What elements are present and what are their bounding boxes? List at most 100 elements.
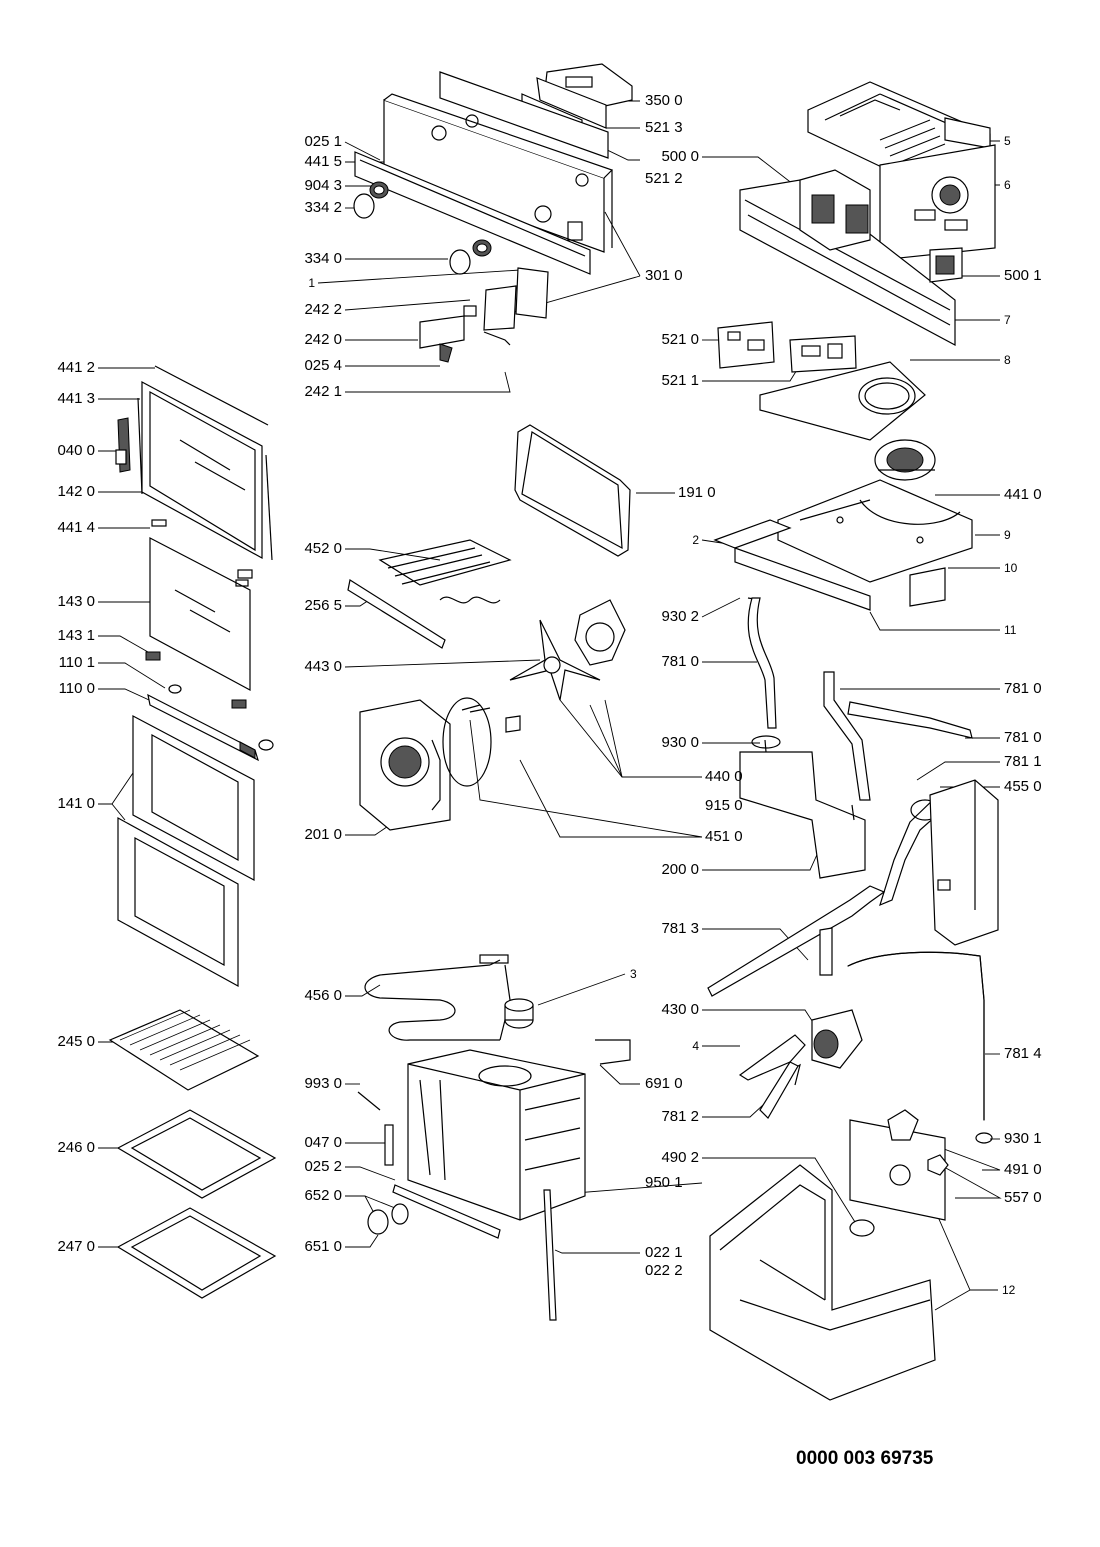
- label-5: 5: [1004, 134, 1011, 148]
- label-142-0: 142 0: [57, 483, 95, 500]
- grill-heater: [364, 954, 511, 1041]
- control-panel-front: [354, 71, 614, 275]
- label-256-5: 256 5: [304, 597, 342, 614]
- label-3: 3: [630, 967, 637, 981]
- label-8: 8: [1004, 353, 1011, 367]
- switch-block: [419, 267, 549, 363]
- label-781-0-a: 781 0: [661, 653, 699, 670]
- label-930-0: 930 0: [661, 734, 699, 751]
- label-557-0: 557 0: [1004, 1189, 1042, 1206]
- label-904-3: 904 3: [304, 177, 342, 194]
- label-246-0: 246 0: [57, 1139, 95, 1156]
- label-651-0: 651 0: [304, 1238, 342, 1255]
- convection-fan: [505, 599, 626, 733]
- label-143-0: 143 0: [57, 593, 95, 610]
- label-781-0-b: 781 0: [1004, 680, 1042, 697]
- label-022-1: 022 1: [645, 1244, 683, 1261]
- label-521-0: 521 0: [661, 331, 699, 348]
- label-500-0: 500 0: [661, 148, 699, 165]
- container-455-0: [929, 779, 999, 946]
- wire-rack: [108, 1009, 260, 1091]
- label-441-3: 441 3: [57, 390, 95, 407]
- fan-motor-cover: [504, 998, 534, 1029]
- label-2: 2: [692, 533, 699, 547]
- cooling-fan: [874, 439, 936, 481]
- label-242-1: 242 1: [304, 383, 342, 400]
- label-247-0: 247 0: [57, 1238, 95, 1255]
- label-025-2: 025 2: [304, 1158, 342, 1175]
- circular-heater: [442, 697, 492, 787]
- label-521-1: 521 1: [661, 372, 699, 389]
- label-781-3: 781 3: [661, 920, 699, 937]
- label-350-0: 350 0: [645, 92, 683, 109]
- label-930-1: 930 1: [1004, 1130, 1042, 1147]
- document-number: 0000 003 69735: [796, 1448, 934, 1469]
- label-500-1: 500 1: [1004, 267, 1042, 284]
- label-455-0: 455 0: [1004, 778, 1042, 795]
- label-022-2: 022 2: [645, 1262, 683, 1279]
- label-334-0: 334 0: [304, 250, 342, 267]
- label-301-0: 301 0: [645, 267, 683, 284]
- label-242-0: 242 0: [304, 331, 342, 348]
- label-781-4: 781 4: [1004, 1045, 1042, 1062]
- hose-781-4: [847, 951, 993, 1144]
- door-glass-inner: [145, 519, 253, 709]
- small-parts: [357, 1039, 631, 1239]
- label-452-0: 452 0: [304, 540, 342, 557]
- shelf-support: [347, 539, 512, 649]
- door-outer: [117, 715, 255, 988]
- door-handle: [147, 684, 274, 762]
- outer-casing: [709, 1109, 949, 1401]
- label-110-0: 110 0: [58, 680, 95, 697]
- label-025-1: 025 1: [304, 133, 342, 150]
- label-441-0: 441 0: [1004, 486, 1042, 503]
- label-141-0: 141 0: [57, 795, 95, 812]
- hose-781-3: [707, 885, 886, 997]
- label-191-0: 191 0: [678, 484, 716, 501]
- top-plate: [713, 479, 973, 611]
- label-950-1: 950 1: [645, 1174, 683, 1191]
- label-7: 7: [1004, 313, 1011, 327]
- label-691-0: 691 0: [645, 1075, 683, 1092]
- label-491-0: 491 0: [1004, 1161, 1042, 1178]
- label-521-2: 521 2: [645, 170, 683, 187]
- label-6: 6: [1004, 178, 1011, 192]
- label-143-1: 143 1: [57, 627, 95, 644]
- knobs-upper: [353, 181, 492, 275]
- label-993-0: 993 0: [304, 1075, 342, 1092]
- label-9: 9: [1004, 528, 1011, 542]
- label-490-2: 490 2: [661, 1149, 699, 1166]
- label-781-1: 781 1: [1004, 753, 1042, 770]
- label-200-0: 200 0: [661, 861, 699, 878]
- hose-781-0-right: [823, 671, 973, 801]
- label-781-0-c: 781 0: [1004, 729, 1042, 746]
- label-441-4: 441 4: [57, 519, 95, 536]
- label-441-5: 441 5: [304, 153, 342, 170]
- deep-tray: [116, 1207, 277, 1299]
- label-781-2: 781 2: [661, 1108, 699, 1125]
- label-521-3: 521 3: [645, 119, 683, 136]
- label-110-1: 110 1: [58, 654, 95, 671]
- label-10: 10: [1004, 561, 1018, 575]
- label-201-0: 201 0: [304, 826, 342, 843]
- label-440-0: 440 0: [705, 768, 743, 785]
- label-930-2: 930 2: [661, 608, 699, 625]
- label-441-2: 441 2: [57, 359, 95, 376]
- pump-430-0: [738, 1009, 863, 1119]
- electronic-boards: [717, 321, 857, 373]
- label-4: 4: [692, 1039, 699, 1053]
- label-915-0: 915 0: [705, 797, 743, 814]
- label-040-0: 040 0: [57, 442, 95, 459]
- side-rail: [543, 1189, 557, 1321]
- rear-electronics: [879, 144, 996, 261]
- steam-tank: [739, 739, 866, 879]
- fan-cover: [359, 699, 451, 831]
- label-047-0: 047 0: [304, 1134, 342, 1151]
- fan-duct: [759, 361, 926, 441]
- label-652-0: 652 0: [304, 1187, 342, 1204]
- label-025-4: 025 4: [304, 357, 342, 374]
- label-451-0: 451 0: [705, 828, 743, 845]
- label-245-0: 245 0: [57, 1033, 95, 1050]
